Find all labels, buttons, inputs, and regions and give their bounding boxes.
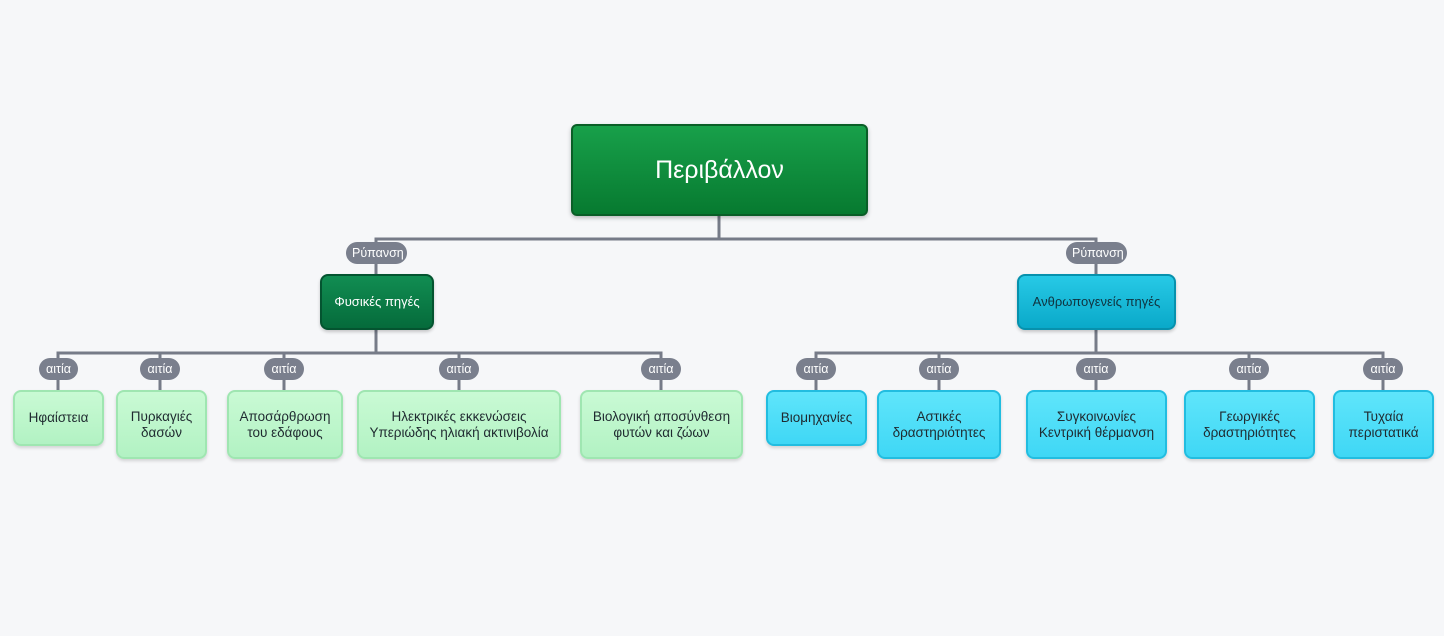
leaf-link-label: αιτία: [39, 358, 78, 380]
leaf-forest-fires[interactable]: Πυρκαγιές δασών: [116, 390, 207, 459]
leaf-link-label: αιτία: [264, 358, 304, 380]
leaf-link-label: αιτία: [919, 358, 959, 380]
link-label-human: Ρύπανση: [1066, 242, 1127, 264]
branch-natural-sources[interactable]: Φυσικές πηγές: [320, 274, 434, 330]
human-leaf-stems: [814, 378, 1385, 390]
leaf-link-label: αιτία: [641, 358, 681, 380]
leaf-link-label: αιτία: [1229, 358, 1269, 380]
leaf-agricultural-activities[interactable]: Γεωργικές δραστηριότητες: [1184, 390, 1315, 459]
human-leaves-connector: [814, 330, 1385, 360]
link-label-natural: Ρύπανση: [346, 242, 407, 264]
leaf-industries[interactable]: Βιομηχανίες: [766, 390, 867, 446]
branch-human-sources[interactable]: Ανθρωπογενείς πηγές: [1017, 274, 1176, 330]
leaf-link-label: αιτία: [140, 358, 180, 380]
leaf-link-label: αιτία: [1076, 358, 1116, 380]
leaf-link-label: αιτία: [439, 358, 479, 380]
leaf-link-label: αιτία: [796, 358, 836, 380]
natural-leaf-stems: [56, 378, 663, 390]
leaf-transport-heating[interactable]: Συγκοινωνίες Κεντρική θέρμανση: [1026, 390, 1167, 459]
natural-leaves-connector: [56, 330, 663, 360]
root-connector: [374, 216, 1098, 253]
leaf-biological-decomposition[interactable]: Βιολογική αποσύνθεση φυτών και ζώων: [580, 390, 743, 459]
leaf-soil-erosion[interactable]: Αποσάρθρωση του εδάφους: [227, 390, 343, 459]
leaf-link-label: αιτία: [1363, 358, 1403, 380]
leaf-electrical-discharges-uv[interactable]: Ηλεκτρικές εκκενώσεις Υπεριώδης ηλιακή α…: [357, 390, 561, 459]
leaf-volcanoes[interactable]: Ηφαίστεια: [13, 390, 104, 446]
root-node[interactable]: Περιβάλλον: [571, 124, 868, 216]
leaf-urban-activities[interactable]: Αστικές δραστηριότητες: [877, 390, 1001, 459]
leaf-accidents[interactable]: Τυχαία περιστατικά: [1333, 390, 1434, 459]
